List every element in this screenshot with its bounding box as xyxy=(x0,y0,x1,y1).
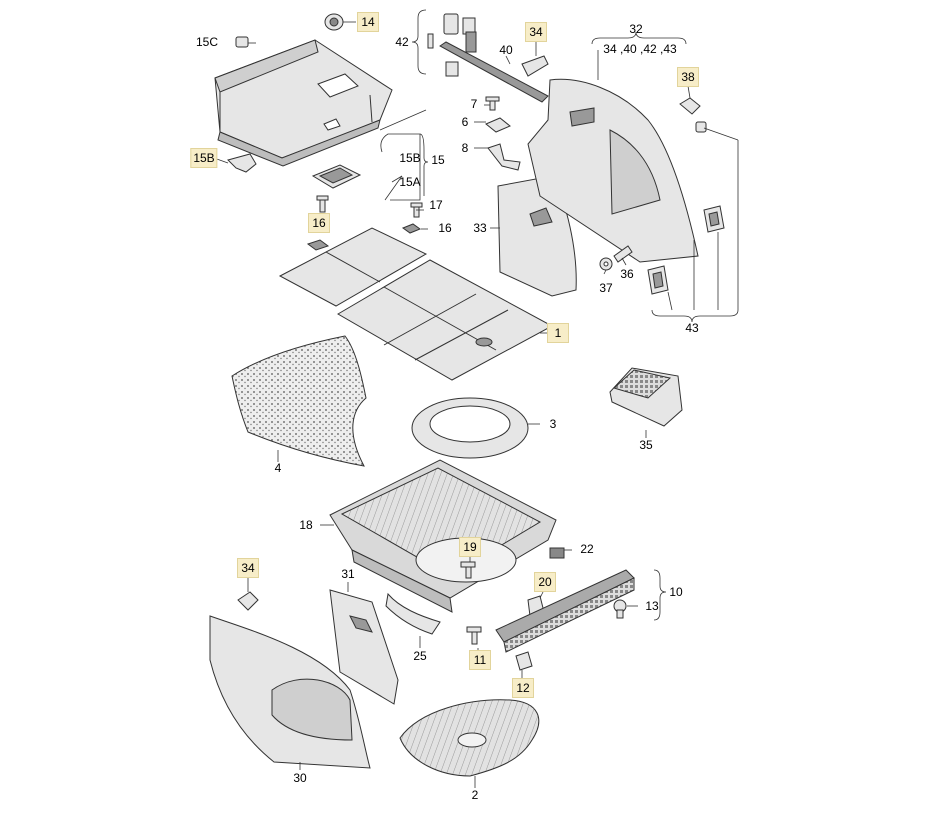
label-33: 33 xyxy=(473,221,487,235)
label-11: 11 xyxy=(469,650,491,670)
side-trim-30-part xyxy=(209,615,371,769)
label-16a: 16 xyxy=(308,213,330,233)
label-31: 31 xyxy=(341,567,355,581)
screw-36-part xyxy=(613,245,633,263)
label-43: 43 xyxy=(685,321,699,335)
label-35: 35 xyxy=(639,438,653,452)
leader-lines xyxy=(213,9,739,788)
label-10: 10 xyxy=(669,585,683,599)
label-15c: 15C xyxy=(195,35,219,49)
strip-40-part xyxy=(439,41,549,103)
clip-22-part xyxy=(549,547,565,559)
clip-13-part xyxy=(613,599,627,619)
floor-panel-1-part xyxy=(337,259,554,381)
label-30: 30 xyxy=(293,771,307,785)
screw-7-part xyxy=(485,96,500,111)
label-1: 1 xyxy=(547,323,569,343)
label-40: 40 xyxy=(499,43,513,57)
washer-37-part xyxy=(599,257,613,271)
floor-panel-small-part xyxy=(278,227,428,307)
ring-3-part xyxy=(411,397,529,459)
pad-16a-part xyxy=(306,239,330,251)
label-20: 20 xyxy=(534,572,556,592)
label-6: 6 xyxy=(461,115,469,129)
side-trim-32-part xyxy=(527,78,699,263)
label-22: 22 xyxy=(580,542,594,556)
label-17: 17 xyxy=(429,198,443,212)
clip-12-part xyxy=(515,651,533,671)
screw-17-part xyxy=(410,202,423,218)
label-32-sublist: 34 ,40 ,42 ,43 xyxy=(603,42,677,56)
label-8: 8 xyxy=(461,141,469,155)
bracket-15c-part xyxy=(235,36,249,48)
trim-25-part xyxy=(385,592,441,635)
label-42: 42 xyxy=(395,35,409,49)
screw-19-part xyxy=(460,561,476,579)
label-15a: 15A xyxy=(399,175,421,189)
label-15: 15 xyxy=(431,153,445,167)
clip-14-part xyxy=(324,13,344,31)
luggage-cover-part xyxy=(214,39,393,167)
label-19: 19 xyxy=(459,537,481,557)
label-15b: 15B xyxy=(190,148,218,168)
label-34-upper: 34 xyxy=(525,22,547,42)
label-38: 38 xyxy=(677,67,699,87)
side-panel-31-part xyxy=(329,589,399,705)
label-13: 13 xyxy=(645,599,659,613)
screw-16a-part xyxy=(316,195,329,213)
parts-42-group xyxy=(427,13,477,77)
label-16b: 16 xyxy=(438,221,452,235)
clip-34-upper-part xyxy=(521,55,549,77)
label-32: 32 xyxy=(629,22,643,36)
label-2: 2 xyxy=(471,788,479,802)
clip-38-part xyxy=(679,97,707,133)
tray-18-part xyxy=(329,459,557,613)
clip-34-lower-part xyxy=(237,591,259,611)
label-3: 3 xyxy=(549,417,557,431)
label-36: 36 xyxy=(620,267,634,281)
screw-11-part xyxy=(466,626,482,645)
box-35-part xyxy=(609,367,683,427)
bracket-15b-part xyxy=(227,153,257,173)
tray-2-part xyxy=(399,699,540,777)
bracket-8-part xyxy=(487,143,521,171)
label-4: 4 xyxy=(274,461,282,475)
label-12: 12 xyxy=(512,678,534,698)
label-34-lower: 34 xyxy=(237,558,259,578)
label-25: 25 xyxy=(413,649,427,663)
label-37: 37 xyxy=(599,281,613,295)
pad-16b-part xyxy=(401,223,422,234)
frame-43b-part xyxy=(647,265,669,295)
label-14: 14 xyxy=(357,12,379,32)
clip-6-part xyxy=(485,117,511,133)
mat-4-part xyxy=(231,335,367,467)
label-18: 18 xyxy=(299,518,313,532)
label-15b-brace: 15B xyxy=(399,151,421,165)
label-7: 7 xyxy=(470,97,478,111)
frame-43a-part xyxy=(703,205,725,233)
sill-trim-10-part xyxy=(495,569,635,653)
handle-15a-part xyxy=(311,164,362,189)
